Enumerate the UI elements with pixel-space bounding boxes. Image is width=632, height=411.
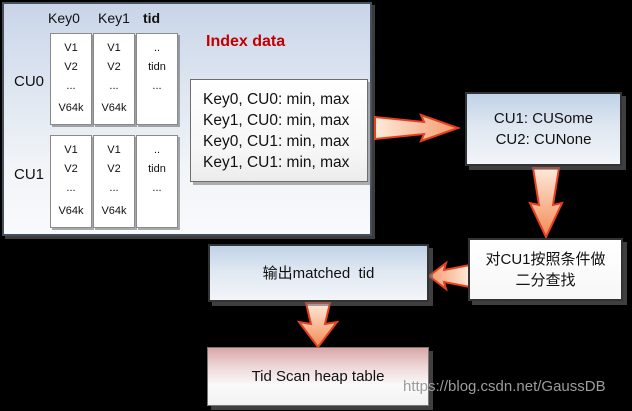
cell: V2	[107, 61, 121, 73]
cu1-key0-column: V1 V2 ... V64k	[50, 135, 92, 228]
cu-filter-result-node: CU1: CUSome CU2: CUNone	[465, 92, 622, 166]
cell-ellipsis: ...	[66, 182, 76, 194]
arrow-right-icon	[374, 113, 462, 143]
cu1-tid-column: .. tidn ...	[136, 135, 178, 228]
cell-ellipsis: ...	[109, 80, 119, 92]
matched-tid-label: 输出matched tid	[262, 264, 375, 282]
binary-search-line2: 二分查找	[515, 271, 576, 289]
cell-ellipsis: ...	[152, 182, 162, 194]
column-header-key1: Key1	[98, 10, 130, 26]
minmax-summary-box: Key0, CU0: min, max Key1, CU0: min, max …	[190, 79, 368, 182]
tid-scan-node: Tid Scan heap table	[207, 347, 429, 406]
cell: V64k	[101, 205, 127, 217]
minmax-line: Key1, CU1: min, max	[203, 154, 350, 171]
cell: V1	[107, 144, 121, 156]
cell: tidn	[148, 163, 166, 175]
binary-search-line1: 对CU1按照条件做	[485, 250, 606, 268]
binary-search-node: 对CU1按照条件做 二分查找	[468, 238, 623, 301]
minmax-line: Key0, CU0: min, max	[203, 91, 350, 108]
cu1-column-group: V1 V2 ... V64k V1 V2 ... V64k .. tidn ..…	[50, 135, 179, 228]
cell: V64k	[101, 102, 127, 114]
cell: V2	[107, 163, 121, 175]
cell-ellipsis: ...	[109, 182, 119, 194]
cell: V1	[107, 42, 121, 54]
cell: tidn	[148, 61, 166, 73]
watermark-text: https://blog.csdn.net/GaussDB	[403, 378, 606, 395]
arrow-down-icon	[528, 167, 564, 240]
tid-scan-label: Tid Scan heap table	[251, 368, 385, 385]
cu-result-line1: CU1: CUSome	[493, 110, 594, 127]
cell: V1	[64, 42, 78, 54]
arrow-down-icon	[296, 302, 340, 349]
cu1-key1-column: V1 V2 ... V64k	[93, 135, 135, 228]
cell-ellipsis: ...	[66, 80, 76, 92]
cu0-column-group: V1 V2 ... V64k V1 V2 ... V64k .. tidn ..…	[50, 33, 179, 125]
cell-ellipsis: ..	[153, 42, 161, 54]
index-data-title: Index data	[206, 33, 286, 50]
cell: V2	[64, 61, 78, 73]
cell-ellipsis: ..	[153, 144, 161, 156]
cu-result-line2: CU2: CUNone	[495, 131, 592, 148]
cu0-label: CU0	[14, 73, 45, 90]
cu0-tid-column: .. tidn ...	[136, 33, 178, 125]
minmax-line: Key1, CU0: min, max	[203, 112, 350, 129]
cell: V1	[64, 144, 78, 156]
cell: V64k	[58, 205, 84, 217]
cu1-label: CU1	[14, 166, 45, 183]
cu0-key1-column: V1 V2 ... V64k	[93, 33, 135, 125]
matched-tid-node: 输出matched tid	[208, 244, 429, 302]
cell: V2	[64, 163, 78, 175]
arrow-left-icon	[427, 260, 471, 292]
cell-ellipsis: ...	[152, 80, 162, 92]
cu0-key0-column: V1 V2 ... V64k	[50, 33, 92, 125]
cell: V64k	[58, 102, 84, 114]
minmax-line: Key0, CU1: min, max	[203, 133, 350, 150]
column-header-key0: Key0	[48, 10, 80, 26]
column-header-tid: tid	[143, 10, 161, 26]
